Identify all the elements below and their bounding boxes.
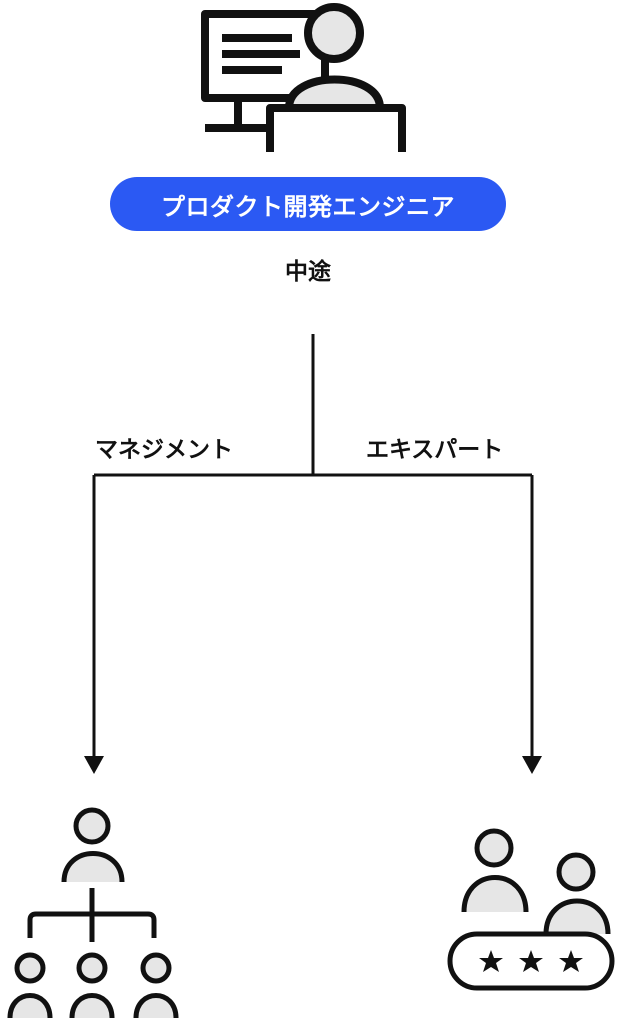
branch-label-management: マネジメント	[95, 437, 233, 463]
arrow-head-right	[522, 756, 542, 774]
star-icon	[479, 950, 503, 972]
org-chart-icon	[7, 807, 179, 1018]
connector-lines	[92, 334, 534, 758]
rated-experts-icon	[447, 828, 615, 991]
role-subtitle: 中途	[285, 259, 331, 285]
role-title-badge: プロダクト開発エンジニア	[110, 177, 506, 231]
branch-label-expert: エキスパート	[366, 437, 504, 463]
developer-at-computer-icon	[201, 3, 406, 152]
star-icon	[519, 950, 543, 972]
arrow-head-left	[84, 756, 104, 774]
star-icon	[559, 950, 583, 972]
role-title: プロダクト開発エンジニア	[161, 192, 455, 221]
